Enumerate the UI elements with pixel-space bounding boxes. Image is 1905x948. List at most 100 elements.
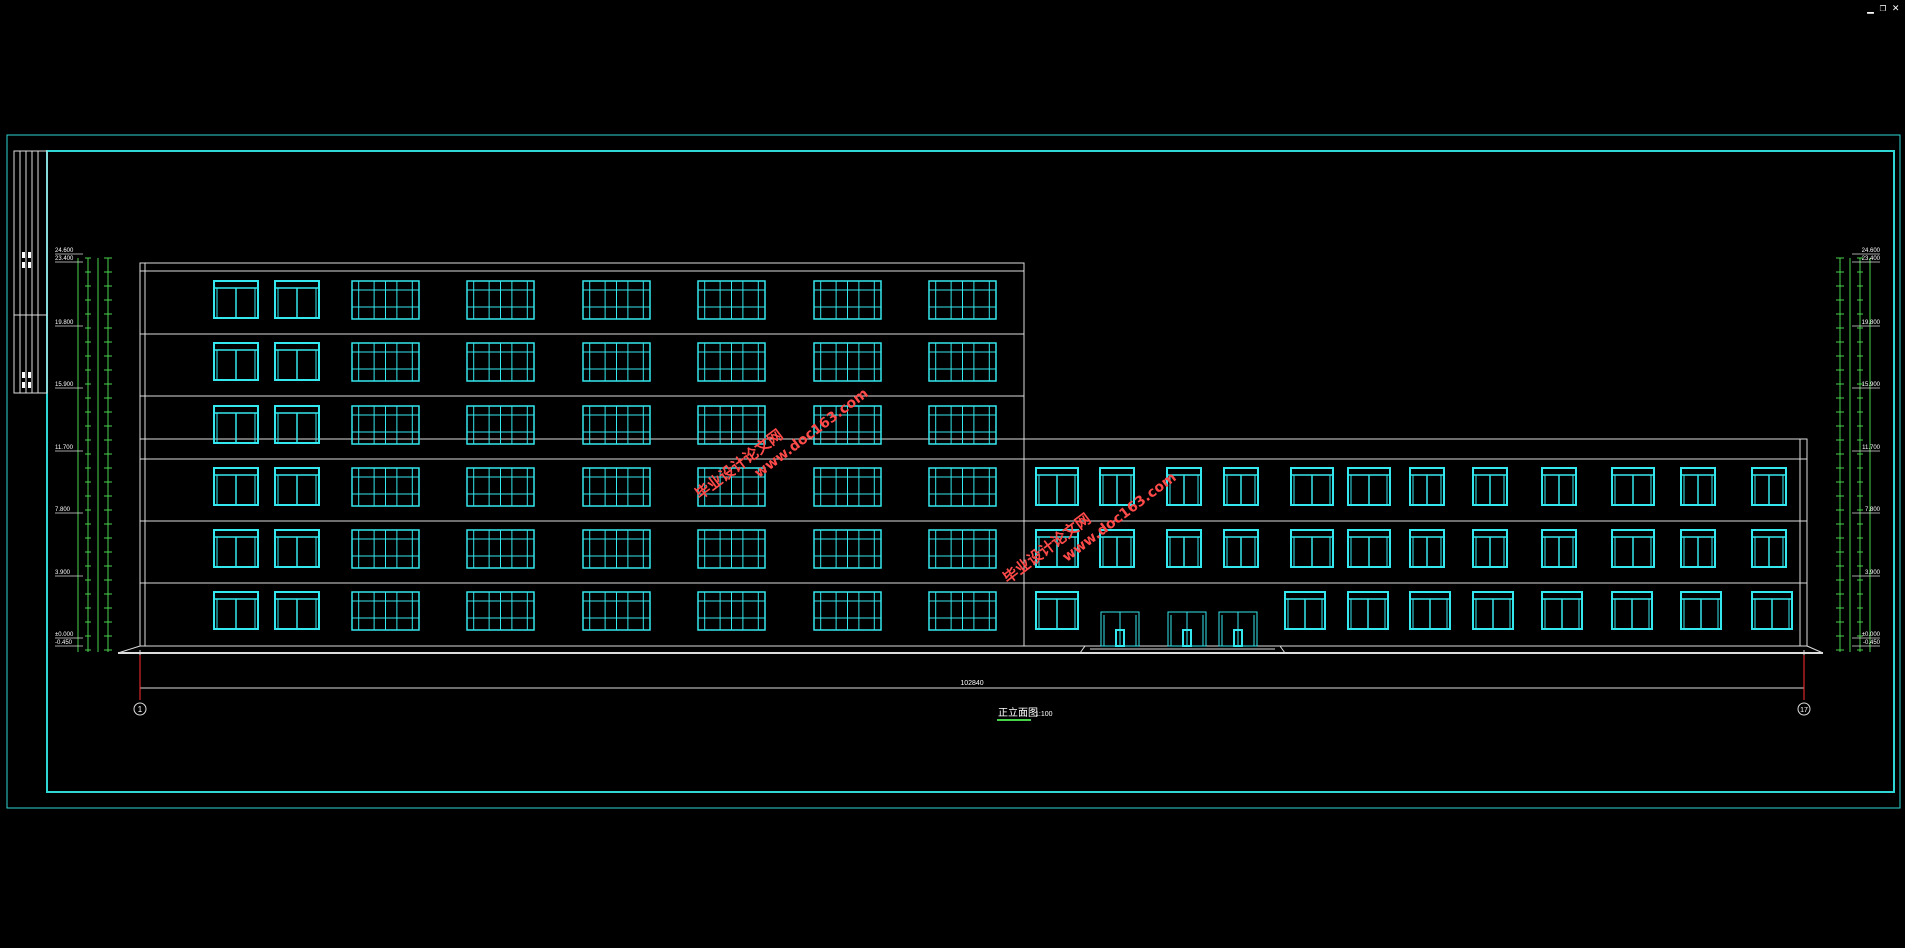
window-small (1223, 467, 1259, 506)
window-small (1166, 467, 1202, 506)
window-small (1409, 529, 1445, 568)
window-small (1611, 591, 1653, 630)
window-small (1541, 529, 1577, 568)
window-large (697, 467, 766, 507)
elevation-label: -0.450 (55, 640, 73, 646)
window-large (813, 405, 882, 445)
window-small (1223, 529, 1259, 568)
window-small (1611, 529, 1655, 568)
window-small (274, 467, 320, 506)
window-small (1035, 591, 1079, 630)
door (1218, 611, 1258, 647)
window-large (928, 342, 997, 382)
window-small (1751, 467, 1787, 506)
binding-strip-text (22, 252, 31, 388)
window-small (213, 529, 259, 568)
window-small (1347, 467, 1391, 506)
window-large (928, 280, 997, 320)
window-large (582, 529, 651, 569)
door (1100, 611, 1140, 647)
window-large (813, 467, 882, 507)
building-outline (117, 262, 1824, 654)
binding-strip (13, 150, 48, 394)
axis-bubble-left: 1 (133, 702, 147, 716)
window-small (1680, 467, 1716, 506)
window-small (1680, 591, 1722, 630)
window-small (213, 280, 259, 319)
window-large (813, 529, 882, 569)
window-large (351, 342, 420, 382)
window-small (1035, 467, 1079, 506)
window-large (351, 529, 420, 569)
window-small (213, 342, 259, 381)
window-small (274, 405, 320, 444)
main-block-outline (139, 262, 1025, 647)
window-large (813, 342, 882, 382)
window-large (697, 529, 766, 569)
elevation-windows (213, 280, 1793, 631)
restore-icon[interactable]: ❐ (1879, 1, 1887, 14)
elevation-label: 23.400 (1862, 256, 1881, 262)
minimize-icon[interactable]: ▁ (1867, 1, 1874, 14)
elevation-label: 24.600 (55, 248, 74, 254)
low-block-outline (1023, 438, 1808, 647)
window-large (697, 405, 766, 445)
elevation-label: 19.800 (1862, 320, 1881, 326)
window-small (274, 529, 320, 568)
elevation-label: 23.400 (55, 256, 74, 262)
window-small (274, 591, 320, 630)
dimension-chain-right: 24.60023.40019.80015.90011.7007.8003.900… (1836, 248, 1881, 652)
door (1167, 611, 1207, 647)
window-large (813, 280, 882, 320)
elevation-label: 24.600 (1862, 248, 1881, 254)
window-small (1409, 591, 1451, 630)
window-large (466, 405, 535, 445)
window-small (1284, 591, 1326, 630)
drawing-title: 正立面图 (998, 706, 1038, 719)
window-large (351, 591, 420, 631)
window-small (1680, 529, 1716, 568)
window-large (466, 529, 535, 569)
window-small (1541, 467, 1577, 506)
window-small (274, 280, 320, 319)
elevation-label: ±0.000 (55, 632, 74, 638)
outer-frame (6, 134, 1901, 809)
window-controls: ▁ ❐ ✕ (1861, 0, 1905, 16)
dimension-chains: 24.600 23.400 19.800 15.900 11.700 7.800 3.900… (55, 248, 1881, 652)
elevation-label: 15.900 (1862, 382, 1881, 388)
window-small (1472, 467, 1508, 506)
drawing-scale: 1:100 (1035, 711, 1053, 718)
window-small (1035, 529, 1079, 568)
window-small (1472, 529, 1508, 568)
elevation-label: 19.800 (55, 320, 74, 326)
window-small (1409, 467, 1445, 506)
axis-label-left: 1 (138, 705, 143, 714)
close-icon[interactable]: ✕ (1892, 1, 1899, 14)
elevation-label: 11.700 (1862, 445, 1881, 451)
window-large (928, 405, 997, 445)
window-small (213, 591, 259, 630)
window-large (582, 405, 651, 445)
window-large (351, 280, 420, 320)
elevation-label: 11.700 (55, 445, 74, 451)
window-large (813, 591, 882, 631)
axis-label-right: 17 (1800, 707, 1808, 714)
overall-dimension-line (139, 650, 1805, 700)
window-large (697, 342, 766, 382)
window-small (1347, 529, 1391, 568)
window-small (1290, 529, 1334, 568)
window-small (213, 405, 259, 444)
window-small (274, 342, 320, 381)
overall-dimension-label: 102840 (960, 680, 983, 687)
elevation-label: 3.900 (55, 570, 71, 576)
window-large (466, 342, 535, 382)
entrance-doors (1100, 611, 1258, 647)
window-small (1751, 529, 1787, 568)
window-small (1611, 467, 1655, 506)
window-small (1751, 591, 1793, 630)
elevation-label: 7.800 (55, 507, 71, 513)
window-large (928, 529, 997, 569)
window-small (1290, 467, 1334, 506)
window-large (351, 405, 420, 445)
